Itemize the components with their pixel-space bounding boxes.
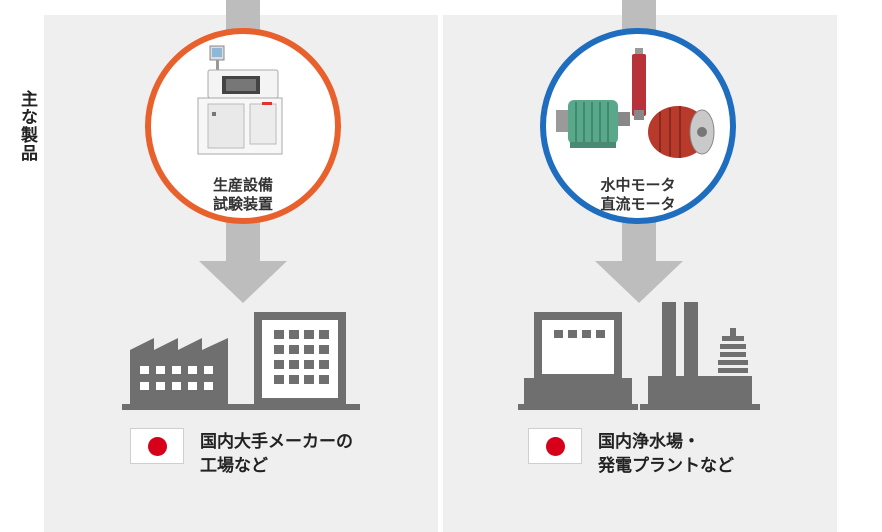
right-product-line-1: 水中モータ	[600, 176, 676, 194]
left-product-caption: 生産設備 試験装置	[151, 176, 335, 214]
left-destination-line-1: 国内大手メーカーの	[200, 432, 353, 452]
factory-icon	[122, 338, 242, 410]
right-japan-flag-icon	[528, 428, 582, 464]
left-product-circle: 生産設備 試験装置	[145, 28, 341, 224]
water-treatment-plant-icon	[518, 312, 638, 410]
production-equipment-icon	[197, 45, 283, 155]
right-product-circle: 水中モータ 直流モータ	[540, 28, 736, 224]
right-destination-line-2: 発電プラントなど	[598, 456, 734, 476]
left-arrow-shaft	[226, 222, 260, 262]
side-label: 主な製品	[17, 90, 37, 162]
power-plant-icon	[640, 302, 760, 410]
left-japan-flag-icon	[130, 428, 184, 464]
right-product-caption: 水中モータ 直流モータ	[546, 176, 730, 214]
office-building-icon	[240, 312, 360, 410]
right-product-line-2: 直流モータ	[600, 195, 676, 213]
left-arrow-head	[199, 261, 287, 303]
right-destination-line-1: 国内浄水場・	[598, 432, 700, 452]
left-product-line-1: 生産設備	[212, 176, 273, 194]
right-arrow-shaft	[622, 222, 656, 262]
motor-products-icon	[556, 48, 715, 158]
left-product-line-2: 試験装置	[212, 195, 273, 213]
right-arrow-head	[595, 261, 683, 303]
left-destination-line-2: 工場など	[200, 456, 268, 476]
right-destination-text: 国内浄水場・ 発電プラントなど	[598, 430, 734, 478]
left-destination-text: 国内大手メーカーの 工場など	[200, 430, 353, 478]
